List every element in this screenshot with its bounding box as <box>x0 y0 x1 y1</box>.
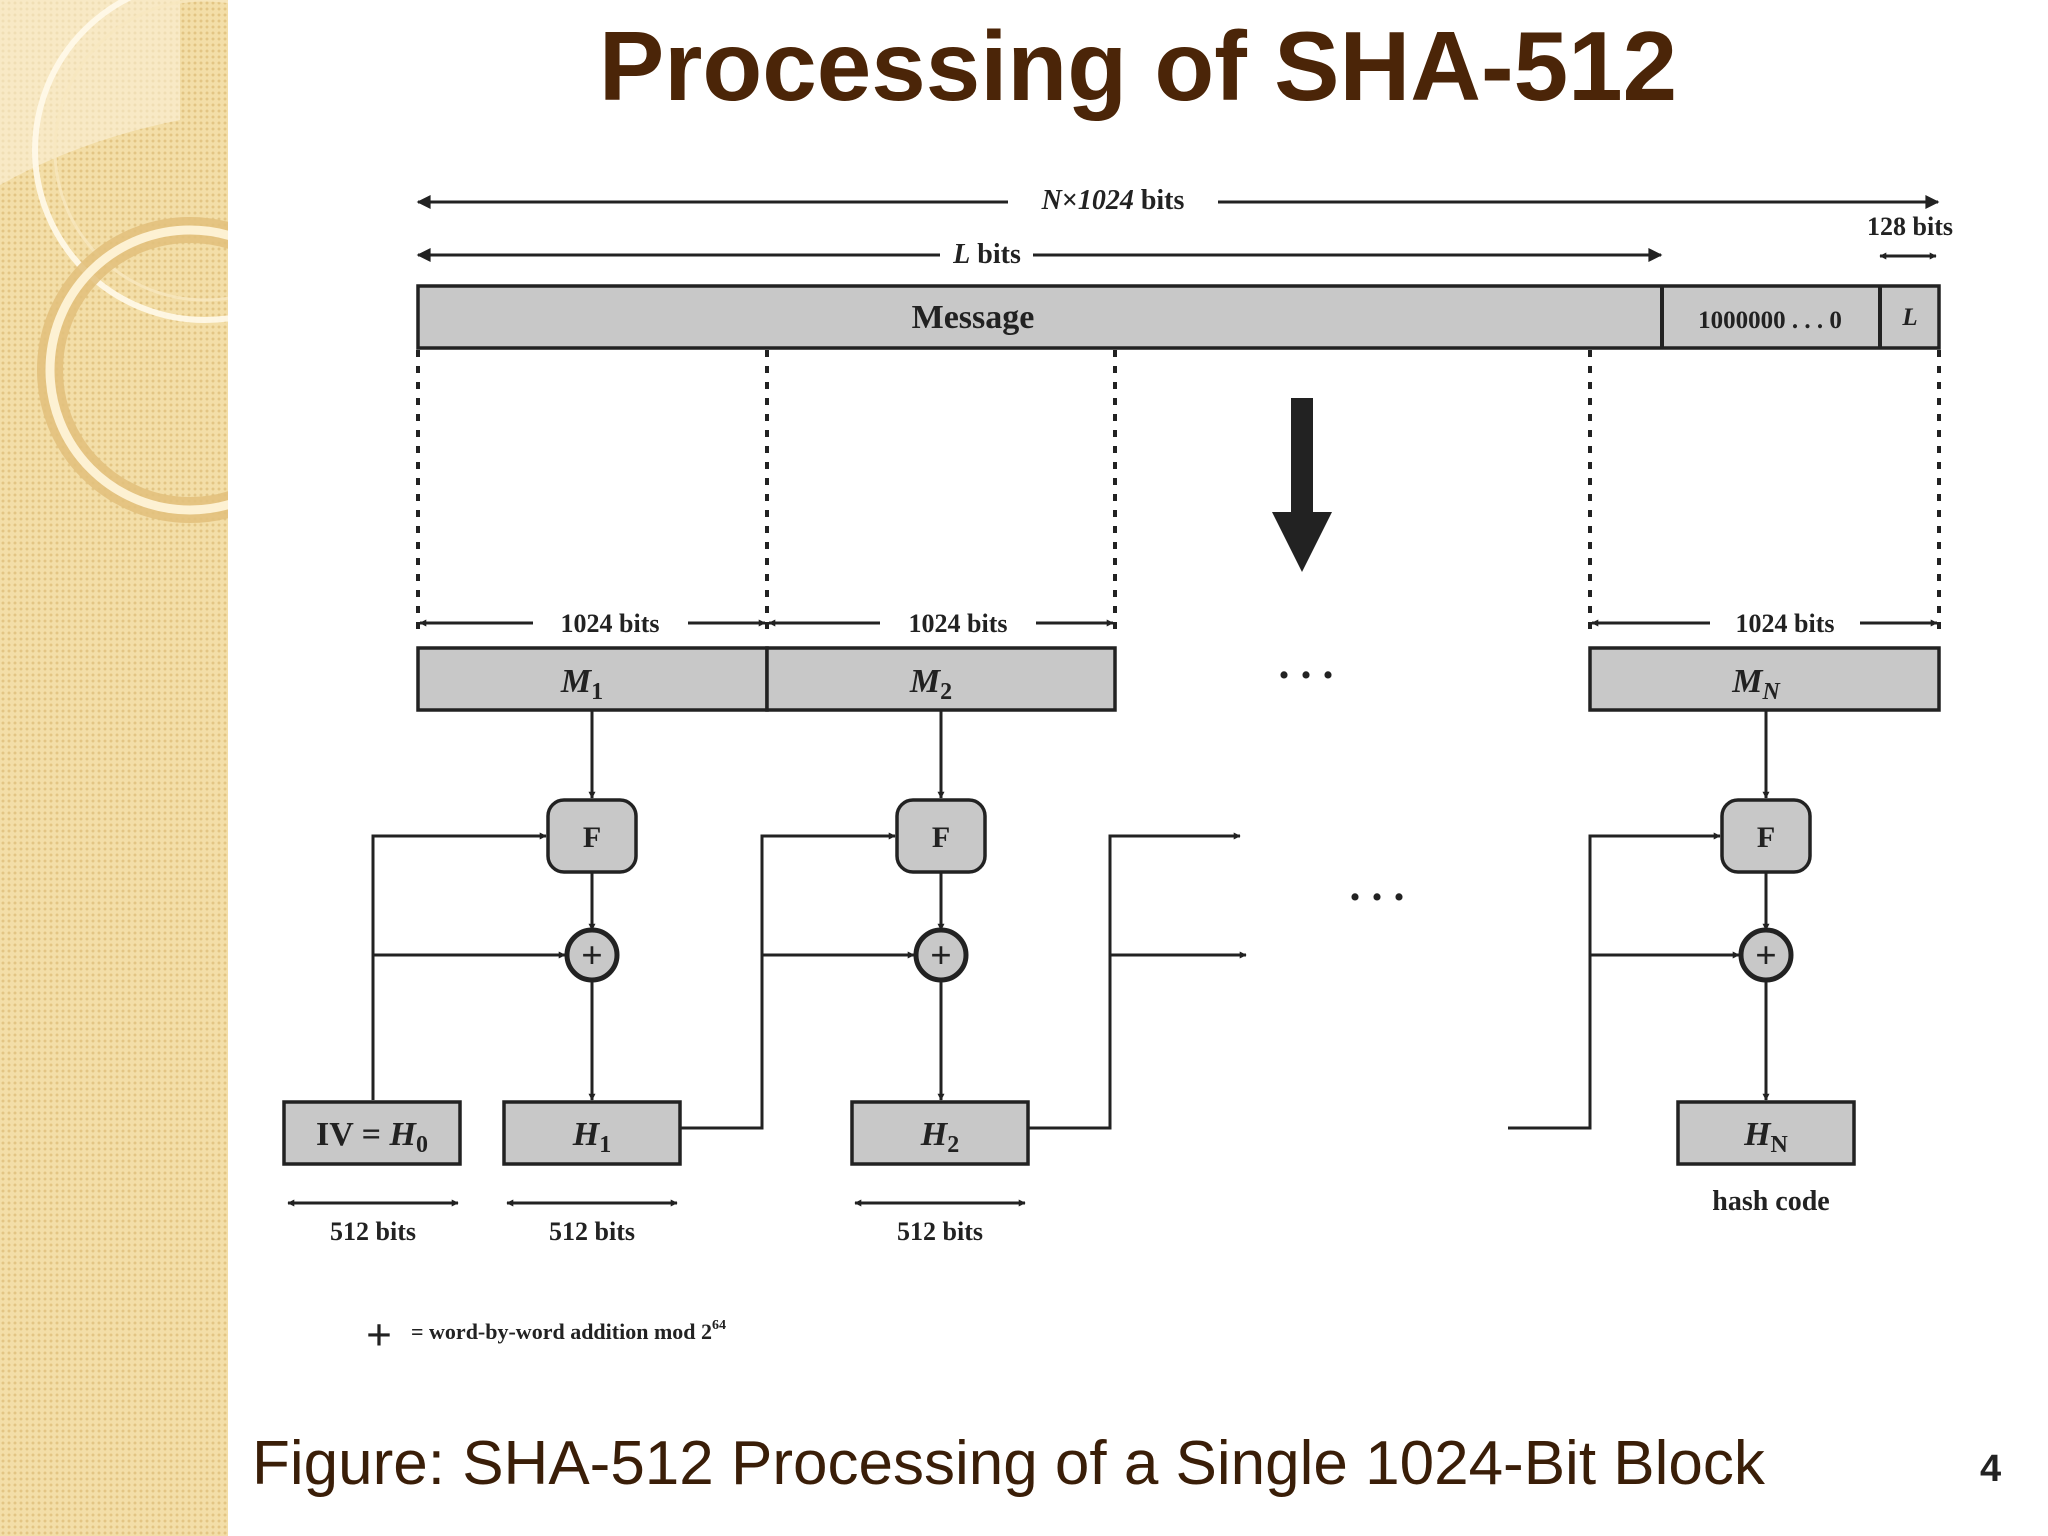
message-label: Message <box>912 299 1035 336</box>
padded-message-bar: Message 1000000 . . . 0 L <box>416 284 1941 350</box>
sha512-processing-diagram: N×1024 bits L bits 128 bits Message 1000… <box>282 185 1953 1360</box>
svg-text:F: F <box>1757 821 1775 854</box>
legend-text: = word-by-word addition mod 264 <box>411 1318 726 1344</box>
block-partition-lines <box>416 350 1941 638</box>
svg-text:+: + <box>930 935 952 977</box>
block-size-label-2: 1024 bits <box>909 609 1008 638</box>
message-blocks: M1 M2 MN <box>416 646 1941 712</box>
hash-size-label-2: 512 bits <box>897 1217 983 1246</box>
hash-h1-label: H1 <box>572 1116 611 1158</box>
padding-label: 1000000 . . . 0 <box>1698 307 1842 334</box>
hash-h2-label: H2 <box>920 1116 959 1158</box>
length-field-dimension: 128 bits <box>1867 212 1953 260</box>
length-field-label: L <box>1901 304 1917 331</box>
message-box <box>416 284 1941 350</box>
hash-hn-label: HN <box>1743 1116 1788 1158</box>
block-size-label-1: 1024 bits <box>561 609 660 638</box>
legend: + = word-by-word addition mod 264 <box>366 1309 726 1360</box>
length-field-size-label: 128 bits <box>1867 212 1953 241</box>
iv-h0-box <box>282 1100 462 1166</box>
hash-hn-box <box>1676 1100 1856 1166</box>
svg-text:F: F <box>583 821 601 854</box>
svg-text:+: + <box>581 935 603 977</box>
slide-title: Processing of SHA-512 <box>598 11 1678 121</box>
hash-size-label-0: 512 bits <box>330 1217 416 1246</box>
big-down-arrow <box>1272 398 1332 572</box>
block-size-label-n: 1024 bits <box>1736 609 1835 638</box>
chain-ellipsis: . . . <box>1350 861 1405 910</box>
hash-h2-box <box>850 1100 1030 1166</box>
block-m1-label: M1 <box>560 663 603 705</box>
hash-code-label: hash code <box>1712 1186 1829 1217</box>
page-number: 4 <box>1980 1448 2002 1490</box>
svg-text:+: + <box>1755 935 1777 977</box>
message-length-label: L bits <box>952 239 1021 270</box>
blocks-ellipsis: . . . <box>1279 639 1334 688</box>
hash-h1-box <box>502 1100 682 1166</box>
hash-boxes: IV = H0 H1 H2 HN <box>282 1100 1856 1166</box>
svg-text:F: F <box>932 821 950 854</box>
block-m2-label: M2 <box>909 663 952 705</box>
stage-2: F + <box>895 710 987 1101</box>
hash-size-label-1: 512 bits <box>549 1217 635 1246</box>
legend-plus-symbol: + <box>366 1309 392 1360</box>
block-size-dimensions: 1024 bits 1024 bits 1024 bits <box>419 609 1938 638</box>
total-length-label: N×1024 bits <box>1041 185 1185 216</box>
chaining-connections <box>371 832 1740 1130</box>
hash-size-dimensions: 512 bits 512 bits 512 bits hash code <box>287 1186 1830 1246</box>
decorative-rings <box>0 0 228 523</box>
decorative-side-panel <box>0 0 228 1536</box>
stage-n: F + <box>1720 710 1812 1101</box>
total-length-dimension: N×1024 bits <box>416 185 1940 216</box>
iv-h0-label: IV = H0 <box>316 1116 428 1158</box>
stage-1: F + <box>546 710 638 1101</box>
figure-caption: Figure: SHA-512 Processing of a Single 1… <box>252 1429 1765 1498</box>
block-mn-label: MN <box>1731 663 1781 705</box>
message-length-dimension: L bits <box>416 239 1663 270</box>
